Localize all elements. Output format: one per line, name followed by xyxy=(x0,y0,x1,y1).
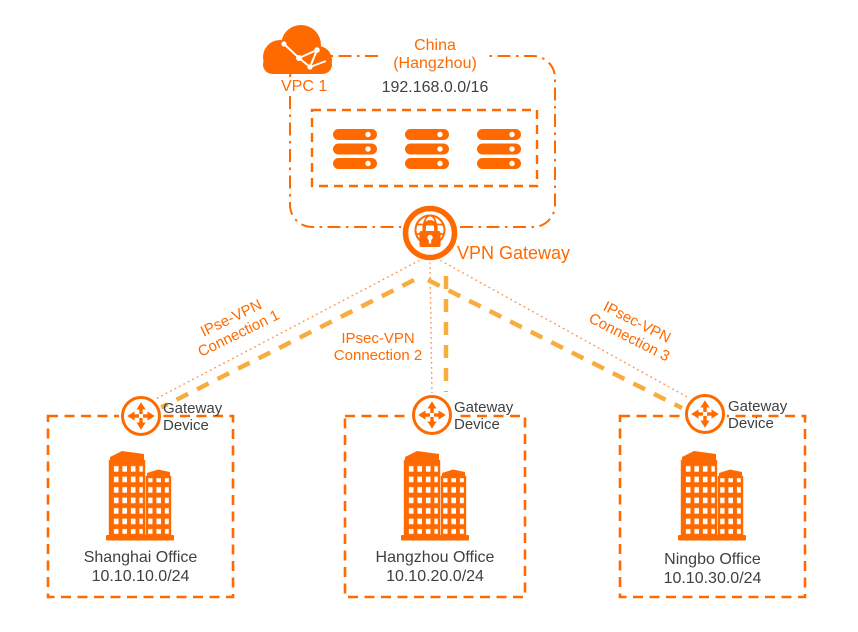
vpc-cloud-icon xyxy=(263,25,332,74)
gateway-device-icon-shanghai xyxy=(117,392,165,440)
region-label-line1: China xyxy=(414,37,456,54)
connection-2-label-line1: IPsec-VPN xyxy=(341,330,415,347)
server-icon xyxy=(405,129,449,169)
office-cidr: 10.10.10.0/24 xyxy=(91,568,190,585)
office-label-hangzhou: Hangzhou Office 10.10.20.0/24 xyxy=(345,548,525,586)
gateway-device-label-line1: Gateway xyxy=(163,400,223,417)
vpn-gateway-label: VPN Gateway xyxy=(457,243,571,263)
gateway-device-label-ningbo: Gateway Device xyxy=(728,398,787,432)
server-cluster-icon xyxy=(333,129,521,169)
office-building-icon-ningbo xyxy=(676,449,748,542)
office-label-shanghai: Shanghai Office 10.10.10.0/24 xyxy=(48,548,233,586)
office-building-icon-hangzhou xyxy=(399,449,471,542)
gateway-device-icon-ningbo xyxy=(681,390,729,438)
office-label-ningbo: Ningbo Office 10.10.30.0/24 xyxy=(620,550,805,588)
gateway-device-icon-hangzhou xyxy=(408,391,456,439)
office-cidr: 10.10.30.0/24 xyxy=(663,570,762,587)
region-label-line2: (Hangzhou) xyxy=(393,55,477,72)
vpn-connection-line-2 xyxy=(429,261,449,399)
office-name: Ningbo Office xyxy=(664,551,761,568)
gateway-device-label-line1: Gateway xyxy=(454,399,514,416)
gateway-device-label-line2: Device xyxy=(728,415,774,432)
padlock-icon xyxy=(419,220,441,247)
gateway-device-label-hangzhou: Gateway Device xyxy=(454,399,513,433)
vpn-connection-line-3 xyxy=(426,257,699,411)
connection-2-label-line2: Connection 2 xyxy=(333,347,423,364)
server-icon xyxy=(477,129,521,169)
office-cidr: 10.10.20.0/24 xyxy=(386,568,484,585)
vpn-gateway-icon xyxy=(400,203,460,263)
vpc-label: VPC 1 xyxy=(276,77,333,96)
subnet-box xyxy=(310,108,539,188)
gateway-device-label-line1: Gateway xyxy=(728,398,788,415)
region-cidr: 192.168.0.0/16 xyxy=(381,79,489,96)
gateway-device-label-line2: Device xyxy=(163,417,209,434)
office-name: Shanghai Office xyxy=(83,549,198,566)
server-icon xyxy=(333,129,377,169)
vpn-connection-line-1 xyxy=(147,257,425,411)
region-label: China (Hangzhou) xyxy=(381,37,489,73)
office-name: Hangzhou Office xyxy=(375,549,495,566)
gateway-device-label-shanghai: Gateway Device xyxy=(163,400,222,434)
gateway-device-label-line2: Device xyxy=(454,416,500,433)
office-building-icon-shanghai xyxy=(104,449,176,542)
connection-2-label: IPsec-VPN Connection 2 xyxy=(323,330,433,364)
